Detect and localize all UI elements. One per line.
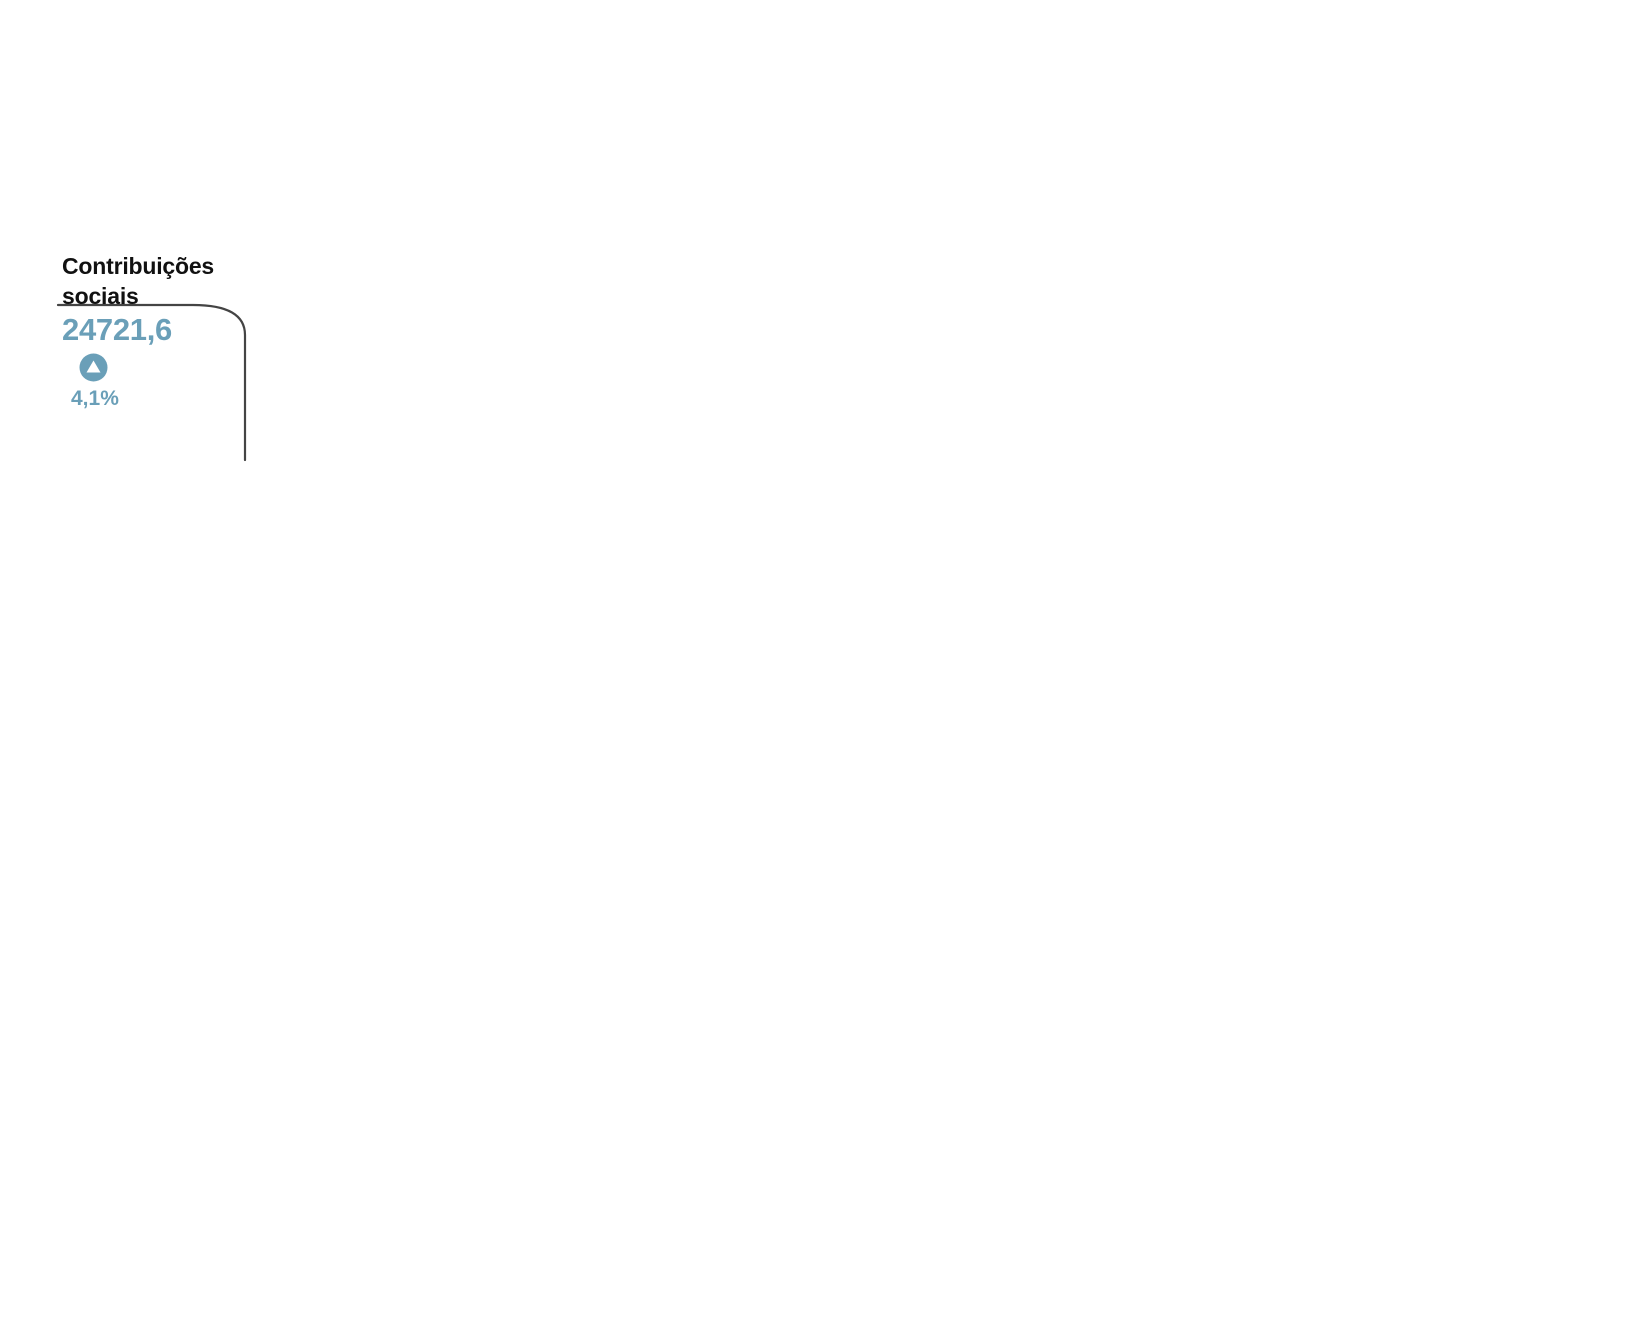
stat-value: 24721,6 <box>62 312 172 347</box>
stat-block-contribuicoes-sociais: Contribuições sociais 24721,6 4,1% <box>0 0 260 470</box>
up-triangle-circle-icon <box>79 353 108 382</box>
stat-label: Contribuições sociais <box>62 251 214 311</box>
stat-label-line-1: Contribuições <box>62 253 215 279</box>
stat-label-line-2: sociais <box>62 283 139 309</box>
connector-line <box>56 303 247 462</box>
stat-change: 4,1% <box>71 387 119 410</box>
